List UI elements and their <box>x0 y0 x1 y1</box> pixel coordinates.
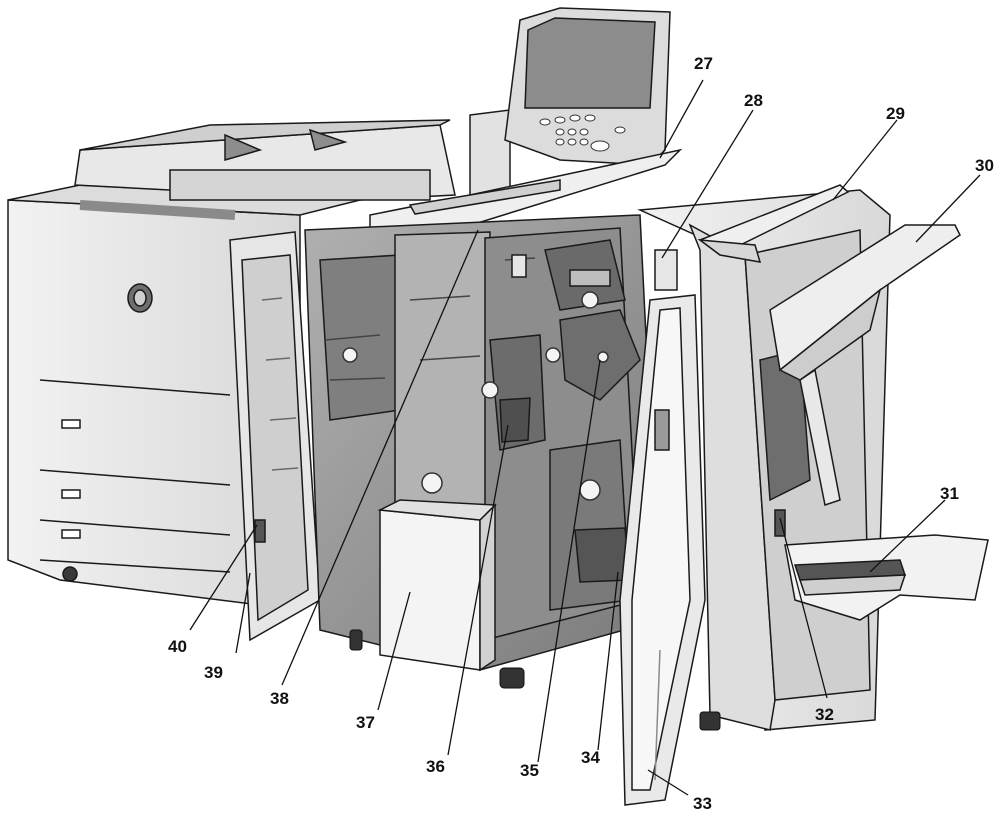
callout-30: 30 <box>975 156 994 175</box>
callout-28: 28 <box>744 91 763 110</box>
callout-37: 37 <box>356 713 375 732</box>
callout-38: 38 <box>270 689 289 708</box>
callout-27: 27 <box>694 54 713 73</box>
main-body <box>7 119 456 611</box>
callout-31: 31 <box>940 484 959 503</box>
stacker-tray <box>769 224 961 381</box>
callout-36: 36 <box>426 757 445 776</box>
callout-35: 35 <box>520 761 539 780</box>
top-tray <box>369 148 683 231</box>
callout-34: 34 <box>581 748 600 767</box>
waste-bin <box>377 499 497 672</box>
booklet-tray <box>784 534 989 621</box>
callout-33: 33 <box>693 794 712 813</box>
right-front-door <box>619 294 706 806</box>
callout-29: 29 <box>886 104 905 123</box>
left-door <box>229 231 321 642</box>
casters <box>349 629 721 731</box>
leader-lines <box>189 79 981 796</box>
callout-40: 40 <box>168 637 187 656</box>
callout-39: 39 <box>204 663 223 682</box>
callout-32: 32 <box>815 705 834 724</box>
finisher-top-tray <box>697 184 850 263</box>
